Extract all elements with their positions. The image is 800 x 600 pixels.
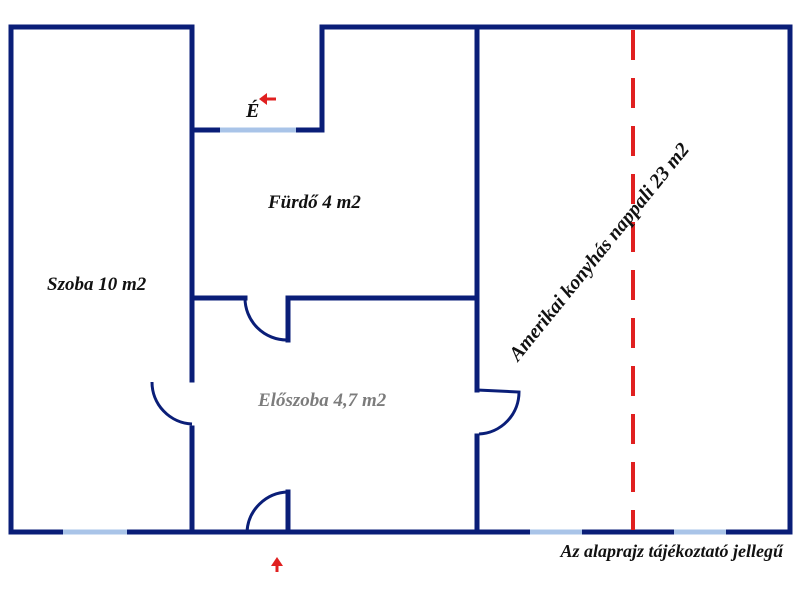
room-label-eloszoba: Előszoba 4,7 m2 bbox=[257, 390, 387, 411]
outer-wall-top-right bbox=[319, 24, 793, 535]
disclaimer-text: Az alaprajz tájékoztató jellegű bbox=[559, 541, 784, 561]
outer-wall-top-left bbox=[8, 24, 195, 535]
door-swing-entrance bbox=[245, 490, 289, 533]
room-label-furdo: Fürdő 4 m2 bbox=[267, 192, 361, 213]
north-marker-label: É bbox=[245, 99, 259, 122]
entrance-arrow-icon bbox=[271, 557, 283, 572]
door-swing-furdo bbox=[243, 297, 288, 342]
room-label-szoba: Szoba 10 m2 bbox=[47, 274, 147, 295]
room-label-nappali: Amerikai konyhás nappali 23 m2 bbox=[504, 139, 694, 367]
windows bbox=[63, 127, 726, 535]
north-arrow-icon bbox=[259, 93, 276, 105]
door-swings bbox=[150, 297, 521, 533]
door-swing-nappali bbox=[476, 388, 521, 436]
door-swing-szoba bbox=[150, 381, 193, 426]
